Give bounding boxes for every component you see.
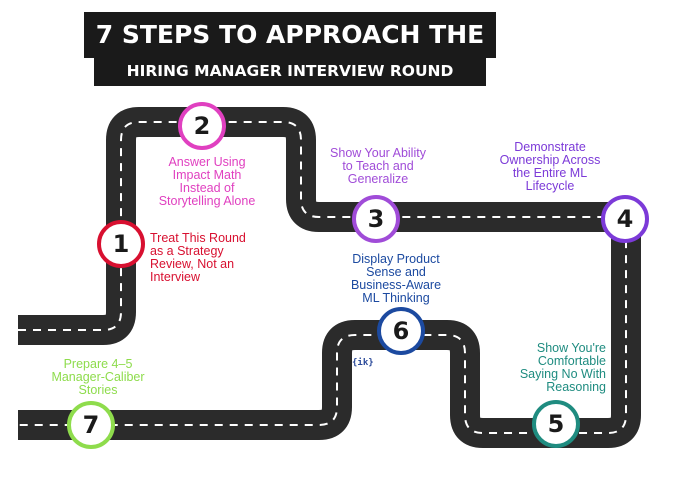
step-1-line-1: Treat This Round xyxy=(150,231,246,245)
step-7-marker: 7 xyxy=(67,401,115,449)
step-1-marker: 1 xyxy=(97,220,145,268)
step-4-marker: 4 xyxy=(601,195,649,243)
step-2-line-1: Answer Using xyxy=(168,155,246,169)
step-6-line-4: ML Thinking xyxy=(362,291,430,305)
step-1-line-4: Interview xyxy=(150,270,201,284)
step-5-line-3: Saying No With xyxy=(519,367,606,381)
step-6-line-1: Display Product xyxy=(352,252,440,266)
step-7-label: Prepare 4–5 Manager-Caliber Stories xyxy=(38,358,158,397)
step-3-line-2: to Teach and xyxy=(342,159,414,173)
step-2-line-4: Storytelling Alone xyxy=(158,194,256,208)
step-2-label: Answer Using Impact Math Instead of Stor… xyxy=(148,156,266,208)
step-2-line-2: Impact Math xyxy=(172,168,242,182)
step-4-line-1: Demonstrate xyxy=(514,140,586,154)
step-3-label: Show Your Ability to Teach and Generaliz… xyxy=(318,147,438,186)
step-6-line-2: Sense and xyxy=(366,265,426,279)
step-4-line-2: Ownership Across xyxy=(499,153,601,167)
step-6-line-3: Business-Aware xyxy=(350,278,442,292)
step-4-number: 4 xyxy=(616,205,634,233)
step-5-line-1: Show You're xyxy=(536,341,606,355)
step-5-marker: 5 xyxy=(532,400,580,448)
step-7-number: 7 xyxy=(82,411,100,439)
brand-logo: {ik} xyxy=(352,358,374,368)
step-5-line-2: Comfortable xyxy=(537,354,606,368)
step-6-label: Display Product Sense and Business-Aware… xyxy=(336,253,456,305)
step-7-line-3: Stories xyxy=(78,383,118,397)
step-3-line-3: Generalize xyxy=(347,172,409,186)
step-1-label: Treat This Round as a Strategy Review, N… xyxy=(150,232,246,284)
step-4-label: Demonstrate Ownership Across the Entire … xyxy=(490,141,610,193)
step-7-line-1: Prepare 4–5 xyxy=(63,357,133,371)
step-5-line-4: Reasoning xyxy=(546,380,606,394)
step-2-line-3: Instead of xyxy=(179,181,235,195)
step-1-line-3: Review, Not an xyxy=(150,257,235,271)
step-6-number: 6 xyxy=(392,317,410,345)
step-1-number: 1 xyxy=(112,230,130,258)
step-2-number: 2 xyxy=(193,112,211,140)
step-3-number: 3 xyxy=(367,205,385,233)
title-line-1: 7 STEPS TO APPROACH THE xyxy=(84,12,496,58)
step-7-line-2: Manager-Caliber xyxy=(51,370,145,384)
step-3-marker: 3 xyxy=(352,195,400,243)
step-2-marker: 2 xyxy=(178,102,226,150)
step-4-line-4: Lifecycle xyxy=(525,179,575,193)
step-3-line-1: Show Your Ability xyxy=(330,146,426,160)
step-5-number: 5 xyxy=(547,410,565,438)
step-4-line-3: the Entire ML xyxy=(512,166,588,180)
road-center-dashes xyxy=(18,121,627,434)
step-6-marker: 6 xyxy=(377,307,425,355)
step-5-label: Show You're Comfortable Saying No With R… xyxy=(490,342,606,394)
step-1-line-2: as a Strategy xyxy=(150,244,224,258)
title-line-2: HIRING MANAGER INTERVIEW ROUND xyxy=(94,56,486,86)
